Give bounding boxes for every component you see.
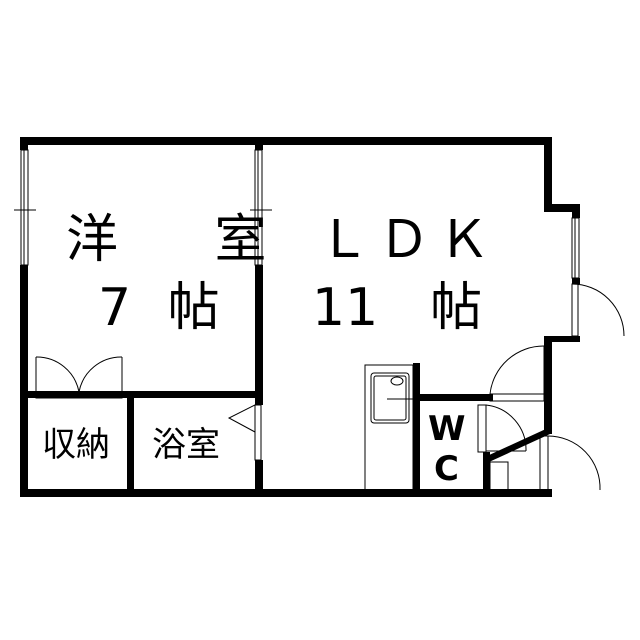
walls bbox=[20, 137, 580, 497]
ldk-room-size: 11 帖 bbox=[312, 278, 483, 338]
ldk-room-name: ＬＤＫ bbox=[318, 210, 499, 270]
wc-label-w: W bbox=[428, 409, 466, 449]
western-room-name: 洋 室 bbox=[66, 210, 307, 270]
doors bbox=[35, 283, 625, 493]
storage-label: 収納 bbox=[42, 425, 110, 465]
windows bbox=[14, 149, 580, 279]
kitchen-sink bbox=[364, 364, 414, 494]
western-room-size: 7 帖 bbox=[98, 278, 230, 338]
wc-label-c: C bbox=[434, 449, 459, 489]
bathroom-label: 浴室 bbox=[152, 425, 220, 465]
